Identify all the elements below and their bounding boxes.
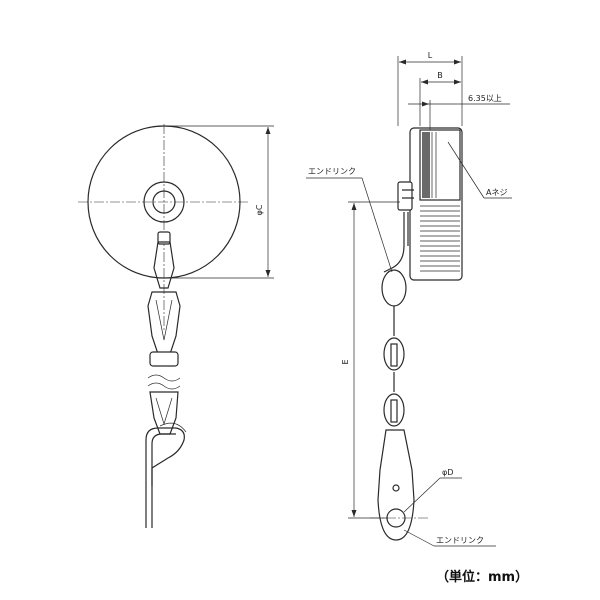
endlink-bottom-label: エンドリンク (436, 536, 484, 545)
dim-c-label: φC (255, 204, 264, 215)
thread-label: Aネジ (486, 188, 507, 197)
dim-b-label: B (437, 71, 443, 80)
side-view: L B 6.35以上 Aネジ エンドリンク E φD エンドリンク (306, 51, 512, 547)
endlink-top-label: エンドリンク (308, 167, 356, 176)
dim-depth-label: 6.35以上 (468, 94, 502, 103)
unit-note: （単位：mm） (436, 570, 529, 585)
knurl-pattern (420, 205, 460, 272)
dim-e-label: E (341, 359, 350, 364)
front-view: φC (78, 124, 274, 528)
dim-l-label: L (428, 51, 433, 60)
dim-d-label: φD (442, 468, 453, 477)
